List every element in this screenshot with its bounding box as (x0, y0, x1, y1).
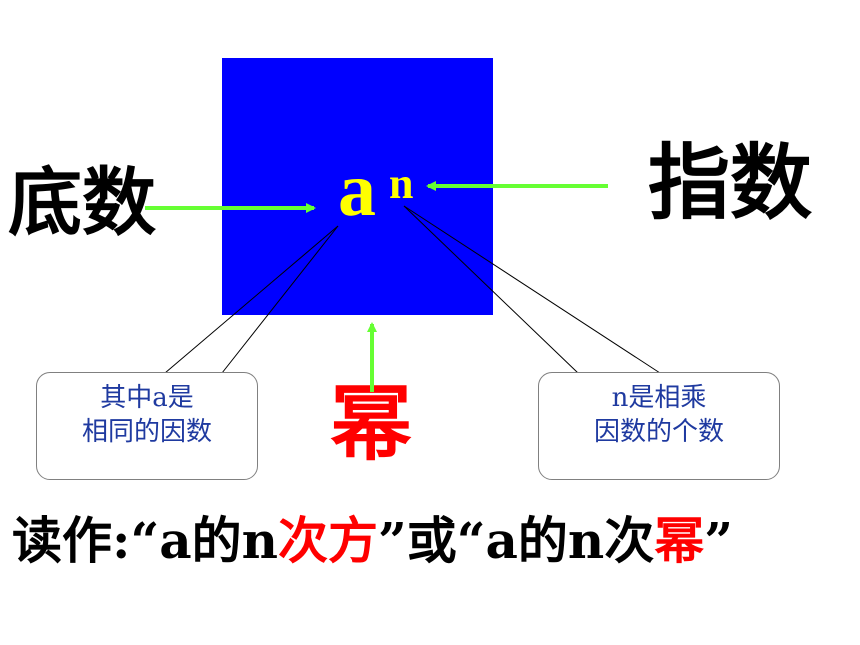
callout-left-line-2: 相同的因数 (81, 417, 212, 447)
close-quote-1: ” (377, 511, 407, 570)
callout-right-line-1: n是相乘 (611, 383, 707, 413)
callout-right: n是相乘 因数的个数 (538, 372, 780, 480)
reading-or: 或 (406, 511, 457, 570)
exponent-label: 指数 (648, 135, 813, 231)
left-pointer-line-2 (221, 225, 339, 374)
callout-right-line-2: 因数的个数 (593, 417, 724, 447)
callout-left-line-1: 其中a是 (100, 383, 194, 413)
left-pointer-line-1 (164, 225, 339, 374)
reading-cifang: 次方 (277, 511, 378, 570)
reading-line: 读作:“a的n次方”或“a的n次幂” (12, 516, 733, 566)
power-label: 幂 (330, 376, 413, 472)
reading-a-of-n-1: a的n (159, 511, 278, 570)
base-label: 底数 (8, 160, 156, 246)
right-pointer-line-1 (403, 205, 579, 374)
close-quote-2: ” (704, 511, 734, 570)
expression-exponent: n (389, 159, 414, 208)
reading-mi: 幂 (654, 511, 705, 570)
expression-base: a (338, 148, 376, 232)
callout-left: 其中a是 相同的因数 (36, 372, 258, 480)
reading-prefix: 读作: (12, 511, 131, 570)
reading-a-of-n-2: a的n次 (485, 511, 655, 570)
right-pointer-line-2 (403, 205, 661, 374)
open-quote-2: “ (456, 511, 486, 570)
open-quote-1: “ (130, 511, 160, 570)
